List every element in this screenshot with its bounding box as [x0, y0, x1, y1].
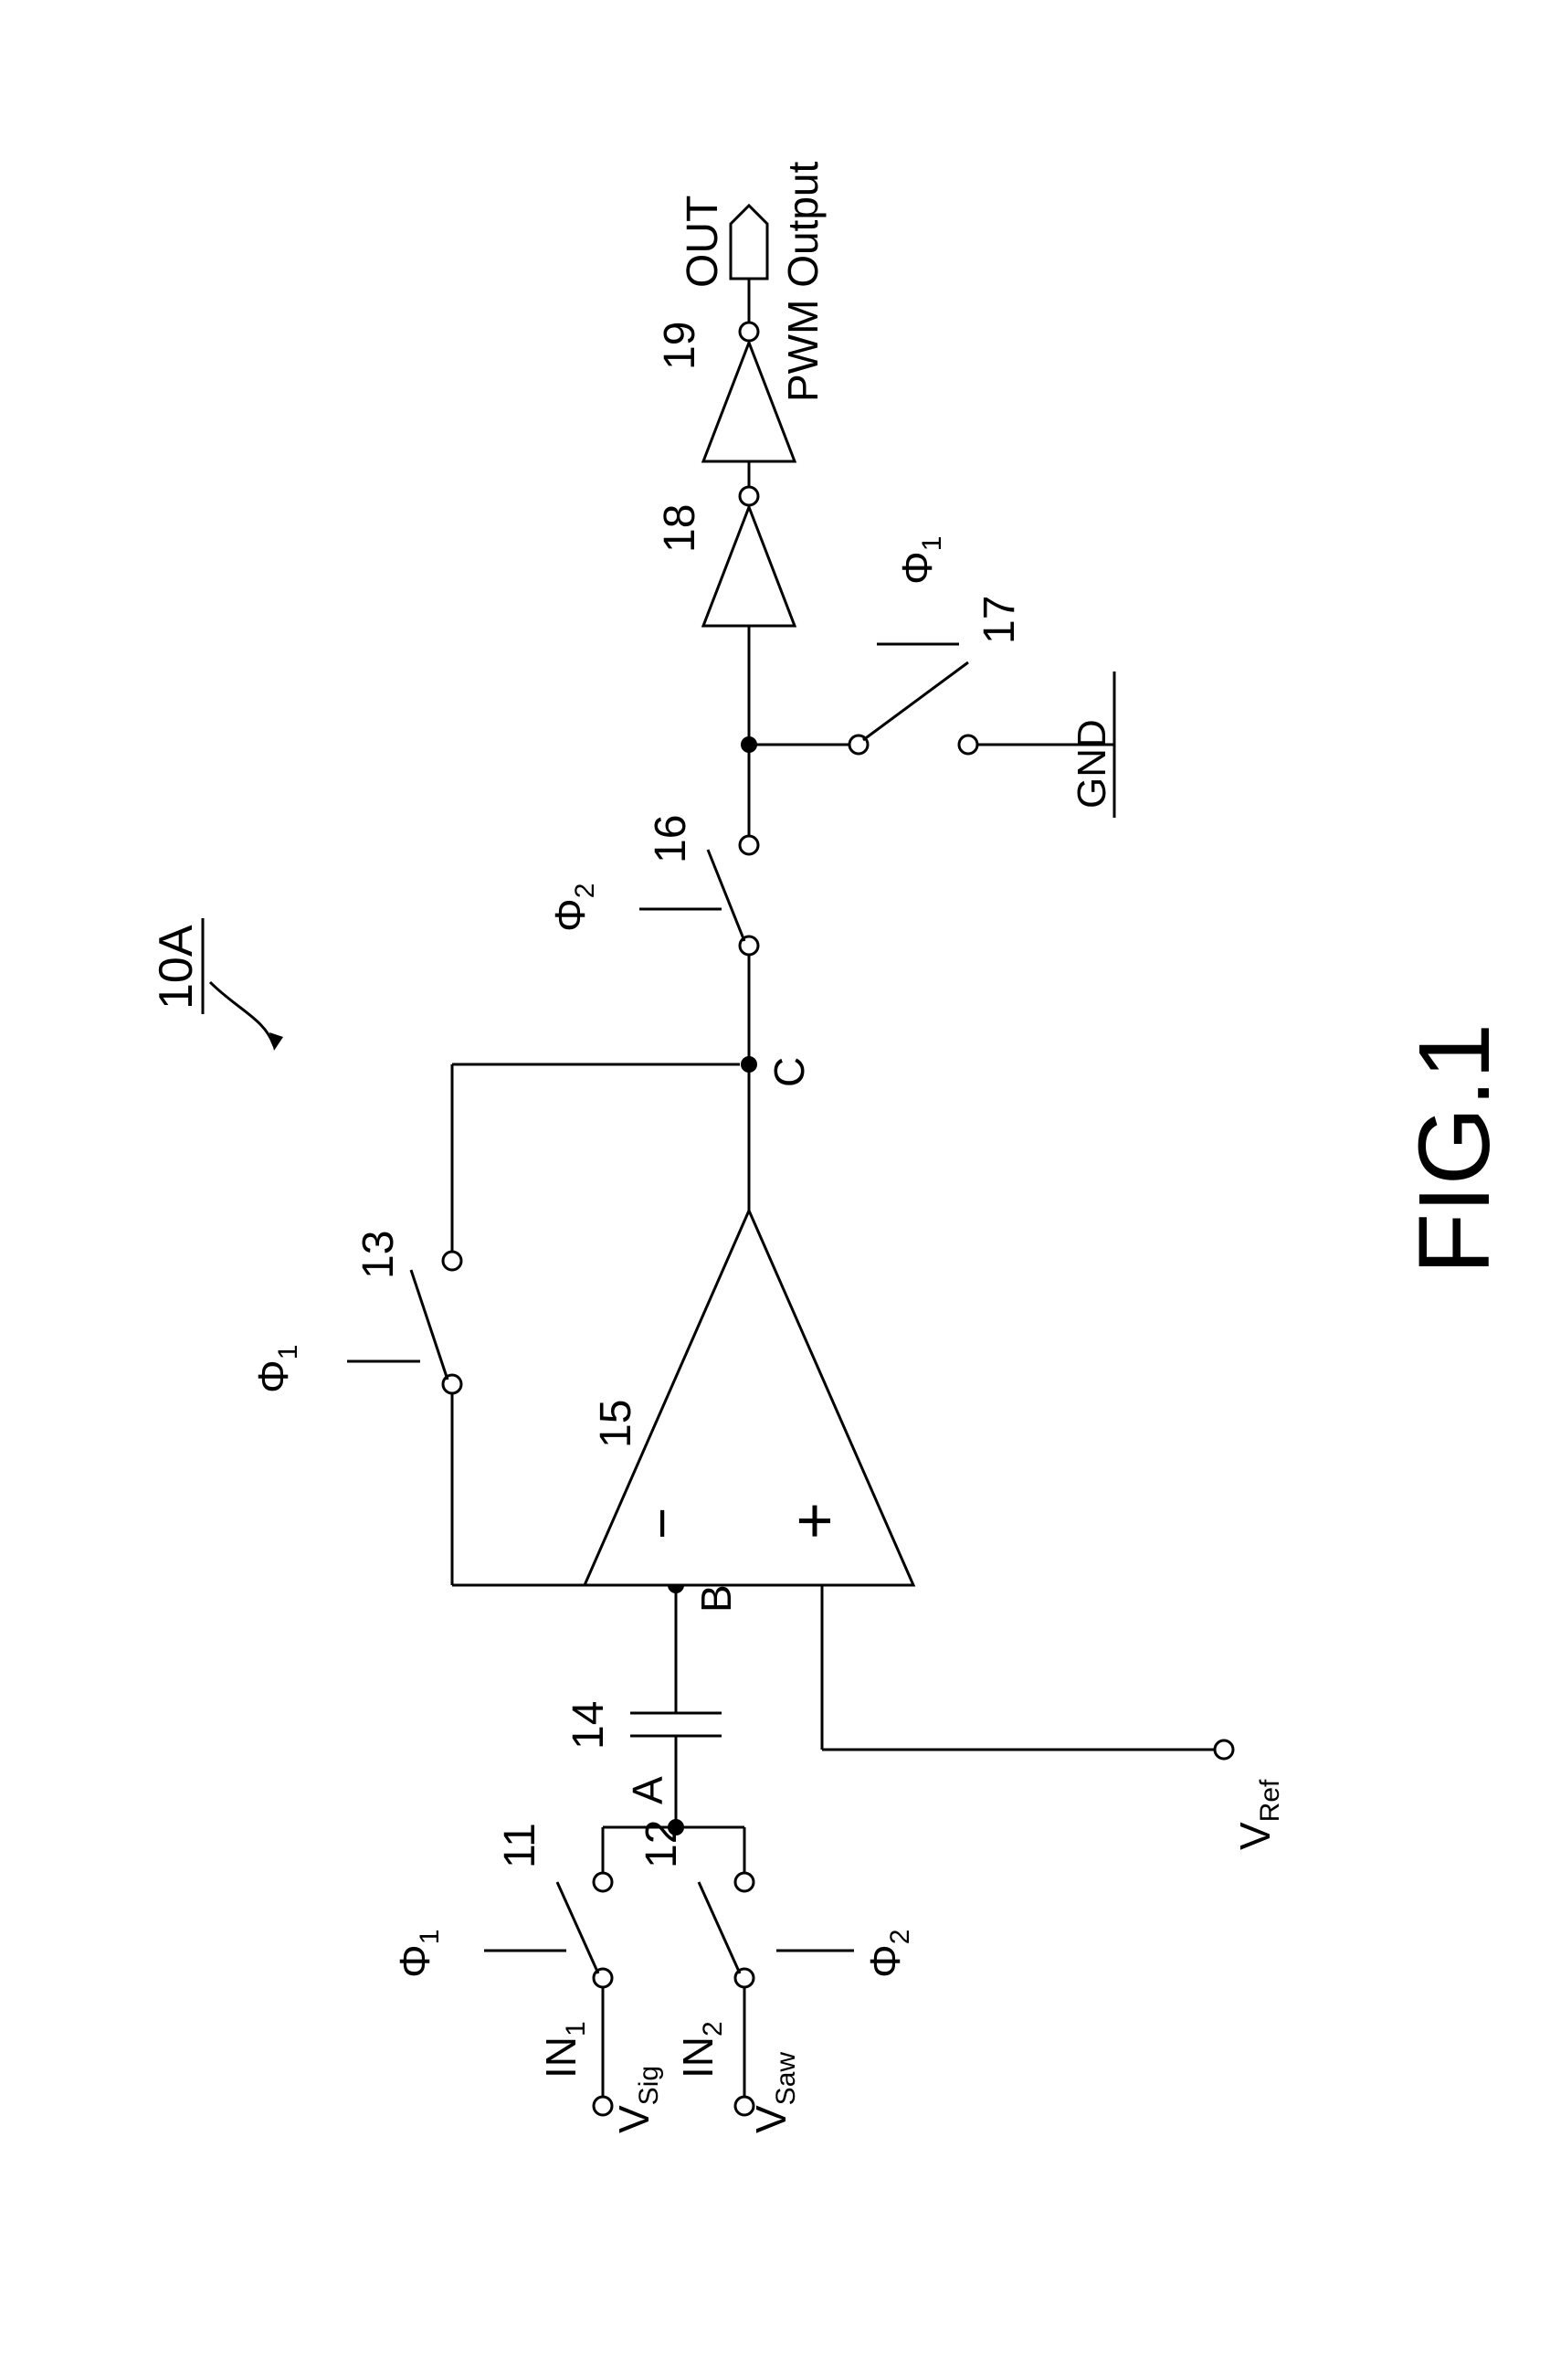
inverter-19-number: 19 [656, 322, 704, 370]
switch-17-number: 17 [975, 596, 1024, 644]
clock-label-13: Φ1 [249, 1345, 303, 1393]
switch-13-number: 13 [354, 1231, 403, 1279]
inverter-18: 18 [656, 487, 795, 626]
clock-label-12: Φ2 [861, 1930, 915, 1978]
switch-11: 11 Φ1 [391, 1823, 612, 1987]
vsig-label: VSig [610, 2066, 664, 2133]
vsaw-label: VSaw [747, 2052, 801, 2133]
pwm-output-label: PWM Output [779, 161, 827, 402]
switch-11-number: 11 [496, 1823, 544, 1868]
figure-title: FIG.1 [1398, 1023, 1511, 1275]
input-in2: IN2 VSaw [674, 1978, 801, 2133]
ground: GND [1070, 672, 1114, 818]
switch-16: 16 Φ2 [546, 745, 758, 955]
figure-ref-label: 10A [150, 925, 203, 1010]
clock-label-16: Φ2 [546, 883, 600, 932]
ground-label: GND [1070, 719, 1114, 809]
vref-label: VRef [1231, 1779, 1285, 1850]
in1-label: IN1 [537, 2021, 591, 2079]
in1-terminal [594, 2097, 612, 2115]
capacitor-14-number: 14 [564, 1701, 613, 1750]
comparator-plus: + [778, 1502, 849, 1539]
switch-13: 13 Φ1 [249, 1064, 461, 1393]
comparator-minus: − [631, 1507, 692, 1539]
inverter-18-number: 18 [656, 504, 704, 553]
inverter-19: 19 [656, 322, 795, 461]
node-b-label: B [692, 1584, 740, 1613]
in2-label: IN2 [674, 2021, 728, 2079]
output-label: OUT [679, 196, 727, 288]
node-a-dot [668, 1819, 684, 1835]
reference-input: VRef [822, 1585, 1285, 1850]
input-in1: IN1 VSig [537, 1978, 664, 2133]
comparator-15-number: 15 [592, 1400, 640, 1448]
node-a-label: A [624, 1776, 671, 1804]
clock-label-11: Φ1 [391, 1930, 445, 1978]
figure-reference: 10A [150, 918, 283, 1051]
switch-16-number: 16 [647, 815, 695, 863]
comparator-15: − + 15 [585, 1211, 913, 1585]
clock-label-17: Φ1 [893, 536, 947, 585]
switch-12: 12 Φ2 [638, 1820, 915, 1987]
node-c-label: C [765, 1057, 813, 1087]
